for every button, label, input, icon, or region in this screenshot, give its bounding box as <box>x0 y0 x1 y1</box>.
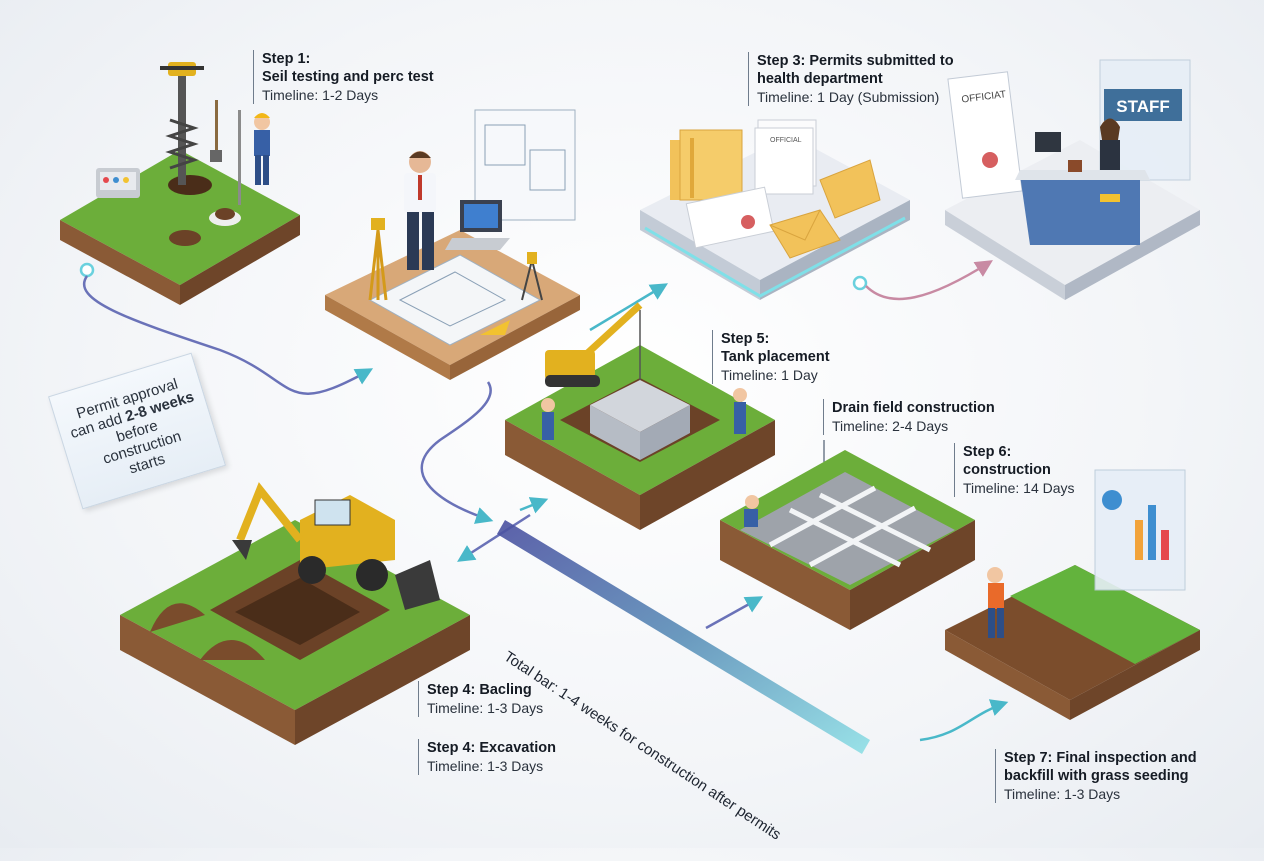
drain-field-title: Drain field construction <box>832 400 995 416</box>
step-4-excavation-timeline: Timeline: 1-3 Days <box>427 758 544 774</box>
drain-field-label: Drain field construction Timeline: 2-4 D… <box>823 399 995 435</box>
step-4-excavation-label: Step 4: Excavation Timeline: 1-3 Days <box>418 739 556 775</box>
step-5-label: Step 5: Tank placement Timeline: 1 Day <box>712 330 830 384</box>
tile-drain-field <box>720 450 975 630</box>
step-7-title-2: backfill with grass seeding <box>1004 768 1189 784</box>
tile-final-inspection <box>945 469 1200 720</box>
stack-official-text: OFFICIAL <box>770 137 802 144</box>
staff-sign-text: STAFF <box>1116 97 1170 116</box>
tile-site-plan <box>325 109 580 380</box>
step-5-title: Step 5: <box>721 331 770 347</box>
step-1-label: Step 1: Seil testing and perc test Timel… <box>253 50 434 104</box>
connector-paths <box>79 260 1009 742</box>
step-1-title-2: Seil testing and perc test <box>262 69 434 85</box>
total-bar <box>497 520 870 754</box>
step-4-backfill-timeline: Timeline: 1-3 Days <box>427 700 544 716</box>
official-doc-text: OFFICIAT <box>961 89 1007 105</box>
step-6-label: Step 6: construction Timeline: 14 Days <box>954 443 1075 497</box>
tile-soil-testing <box>60 62 300 305</box>
step-4-backfill-title: Step 4: Bacling <box>427 682 532 698</box>
step-3-title-2: health department <box>757 71 883 87</box>
step-5-timeline: Timeline: 1 Day <box>721 367 818 383</box>
tile-health-department-staff: STAFF OFFICIAT <box>945 59 1200 300</box>
tile-permit-documents: OFFICIAL <box>640 119 910 300</box>
step-3-label: Step 3: Permits submitted to health depa… <box>748 52 954 106</box>
step-7-title: Step 7: Final inspection and <box>1004 750 1197 766</box>
step-3-title: Step 3: Permits submitted to <box>757 53 954 69</box>
step-7-label: Step 7: Final inspection and backfill wi… <box>995 749 1197 803</box>
step-4-backfill-label: Step 4: Bacling Timeline: 1-3 Days <box>418 681 543 717</box>
tile-tank-placement <box>505 302 775 530</box>
drain-field-timeline: Timeline: 2-4 Days <box>832 418 949 434</box>
step-5-title-2: Tank placement <box>721 349 830 365</box>
step-4-excavation-title: Step 4: Excavation <box>427 740 556 756</box>
step-6-title-2: construction <box>963 462 1051 478</box>
tile-excavation <box>120 482 470 745</box>
step-7-timeline: Timeline: 1-3 Days <box>1004 786 1121 802</box>
step-1-timeline: Timeline: 1-2 Days <box>262 87 379 103</box>
step-3-timeline: Timeline: 1 Day (Submission) <box>757 89 940 105</box>
step-6-title: Step 6: <box>963 444 1012 460</box>
step-1-title: Step 1: <box>262 51 311 67</box>
step-6-timeline: Timeline: 14 Days <box>963 480 1075 496</box>
